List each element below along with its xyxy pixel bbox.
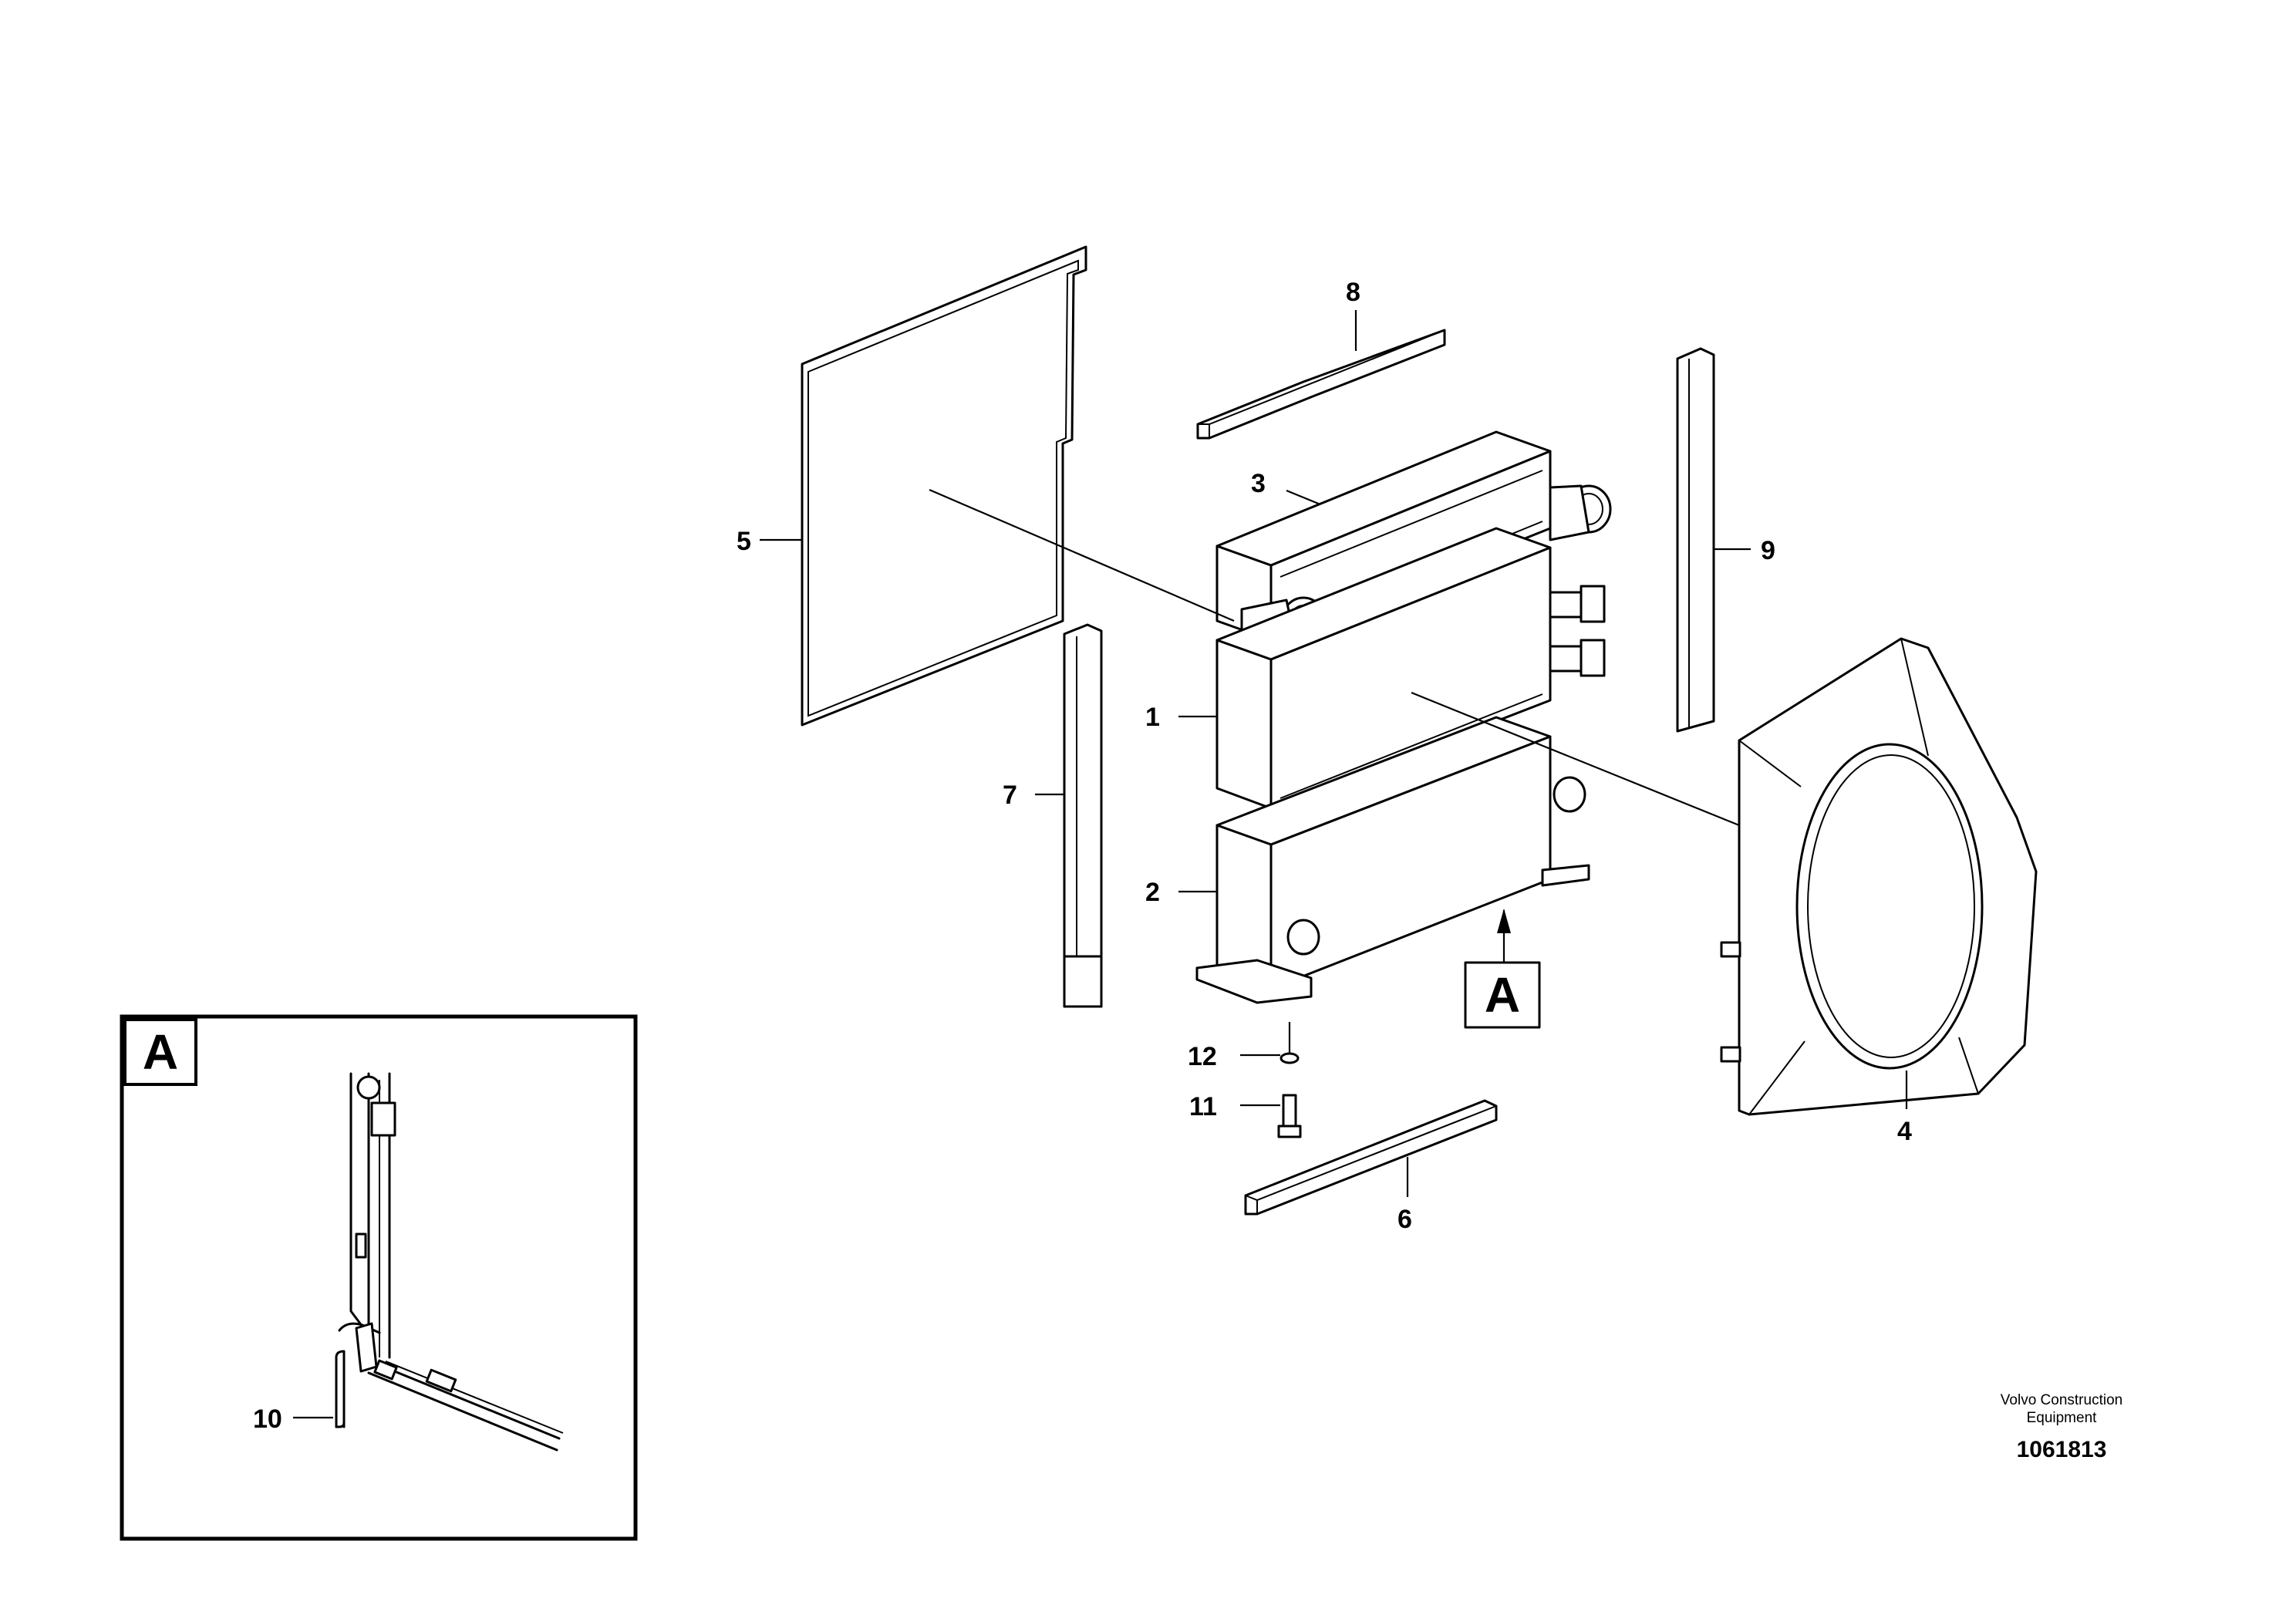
caption-line-1: Volvo Construction [2001, 1392, 2122, 1408]
callout-1: 1 [1145, 703, 1160, 732]
callout-9: 9 [1761, 536, 1775, 565]
callout-10: 10 [253, 1404, 282, 1434]
callout-2: 2 [1145, 878, 1160, 907]
detail-marker-a: A [1464, 961, 1541, 1029]
part-1-middle-cooler [1215, 527, 1606, 810]
callout-6: 6 [1397, 1205, 1412, 1234]
callout-8: 8 [1346, 278, 1360, 307]
caption-line-2: Equipment [2027, 1410, 2098, 1426]
part-12-washer [1279, 1022, 1300, 1064]
callout-labels: 5 8 3 9 1 7 2 12 11 6 4 [737, 278, 1912, 1234]
part-9-right-side-seal [1676, 347, 1715, 733]
callout-12: 12 [1188, 1042, 1217, 1071]
part-2-lower-cooler [1195, 716, 1590, 1004]
leader-lines [760, 310, 1908, 1197]
part-6-bottom-seal-strip [1244, 1099, 1498, 1216]
part-7-left-side-seal [1063, 623, 1103, 1008]
inset-label: A [143, 1024, 178, 1080]
callout-3: 3 [1251, 469, 1266, 498]
callout-7: 7 [1003, 781, 1017, 810]
part-11-bolt [1277, 1094, 1302, 1138]
part-8-top-seal-strip [1196, 329, 1446, 440]
detail-inset-a: A 10 [120, 1014, 638, 1541]
part-5-screen-panel [801, 245, 1087, 727]
callout-5: 5 [737, 527, 751, 556]
callout-11: 11 [1189, 1092, 1217, 1121]
part-4-fan-shroud [1720, 637, 2038, 1116]
callout-4: 4 [1897, 1117, 1912, 1146]
drawing-number: 1061813 [2017, 1437, 2107, 1462]
drawing-caption: Volvo Construction Equipment 1061813 [2001, 1392, 2122, 1462]
svg-text:A: A [1485, 967, 1520, 1023]
